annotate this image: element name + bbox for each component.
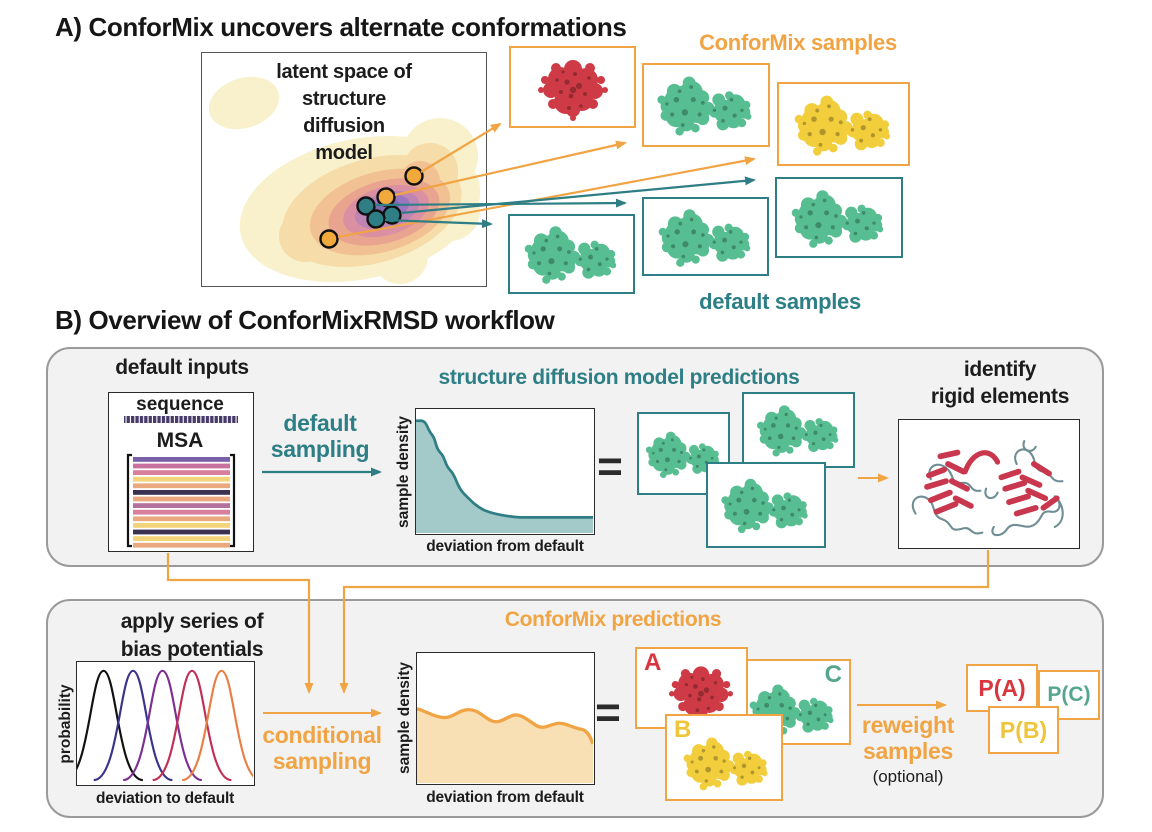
default-density-ylabel: sample density — [395, 416, 412, 528]
prob-a-label: P(A) — [978, 674, 1026, 701]
conformix-sample-box-red — [509, 46, 636, 128]
protein-yellow-open — [787, 87, 901, 162]
protein-green-open — [651, 201, 761, 273]
equals-sign-2: = — [595, 688, 621, 737]
identify-rigid-elements-label: identify rigid elements — [931, 356, 1069, 410]
conformix-point — [376, 187, 396, 207]
default-sample-box-2 — [642, 197, 769, 276]
latent-label-line2: diffusion model — [303, 115, 385, 164]
conformix-density-curve — [417, 707, 593, 783]
default-sampling-label: default sampling — [271, 410, 370, 462]
bias-line1: apply series of — [120, 610, 264, 633]
msa-alignment-rows — [133, 457, 230, 548]
prediction-box-back — [742, 392, 855, 468]
default-point — [366, 209, 386, 229]
conformix-sample-box-yellow — [777, 82, 910, 166]
conformix-samples-label: ConforMix samples — [699, 30, 897, 55]
protein-red-closed — [521, 52, 625, 122]
bias-potentials-label: apply series of bias potentials — [121, 608, 264, 664]
sequence-bar — [124, 416, 238, 423]
bias-xlabel: deviation to default — [95, 790, 235, 807]
prob-box-b: P(B) — [988, 706, 1059, 754]
bias-gaussians — [77, 669, 253, 782]
conformix-density-plot — [416, 652, 595, 785]
conditional-sampling-label: conditional sampling — [262, 722, 382, 774]
default-density-xlabel: deviation from default — [426, 538, 584, 555]
protein-green-open — [784, 182, 894, 254]
bias-ylabel: probability — [57, 684, 74, 764]
ribbon-structure — [901, 422, 1077, 546]
reweight-line2: samples — [863, 738, 953, 764]
protein-green-open — [650, 68, 762, 142]
protein-green-open — [517, 218, 627, 290]
protein-green-open — [750, 398, 848, 462]
identify-line2: rigid elements — [930, 385, 1070, 408]
bias-line2: bias potentials — [120, 638, 264, 661]
rigid-elements-box — [898, 419, 1080, 549]
reweight-line1: reweight — [861, 712, 955, 738]
default-samples-label: default samples — [699, 289, 861, 314]
bias-potentials-plot — [76, 661, 255, 786]
sequence-label: sequence — [136, 394, 224, 415]
sdm-predictions-title: structure diffusion model predictions — [438, 366, 800, 389]
inputs-box: sequence MSA — [108, 392, 254, 552]
default-sampling-line1: default — [283, 410, 357, 436]
sample-box-b: B — [665, 714, 783, 801]
default-sample-box-3 — [775, 177, 903, 258]
default-point — [382, 205, 402, 225]
default-inputs-title: default inputs — [115, 356, 249, 379]
identify-line1: identify — [963, 358, 1037, 381]
reweight-optional-note: (optional) — [872, 767, 944, 786]
default-sampling-line2: sampling — [270, 436, 370, 462]
prediction-box-front — [706, 462, 826, 548]
protein-yellow-open — [677, 730, 777, 796]
latent-label-line1: latent space of structure — [276, 61, 412, 110]
conformix-point — [404, 166, 424, 186]
panel-a-title: A) ConforMix uncovers alternate conforma… — [55, 12, 627, 42]
label-b: B — [674, 716, 692, 743]
msa-label: MSA — [157, 429, 204, 452]
equals-sign-1: = — [597, 442, 623, 491]
msa-brackets — [126, 453, 236, 548]
conditional-sampling-line1: conditional — [262, 722, 382, 748]
conformix-sample-box-green — [642, 63, 770, 147]
latent-space-plot: latent space of structure diffusion mode… — [201, 52, 487, 287]
prob-c-label: P(C) — [1047, 683, 1091, 706]
conditional-sampling-line2: sampling — [272, 748, 372, 774]
latent-space-label: latent space of structure diffusion mode… — [273, 59, 415, 167]
conformix-point — [319, 229, 339, 249]
sequence-msa-graphic: sequence MSA — [124, 394, 238, 548]
conformix-density-ylabel: sample density — [396, 662, 413, 774]
default-density-curve — [416, 419, 593, 533]
protein-green-open — [714, 471, 818, 539]
conformix-density-xlabel: deviation from default — [426, 789, 584, 806]
prob-box-a: P(A) — [966, 664, 1038, 712]
prob-b-label: P(B) — [999, 716, 1048, 743]
panel-b-title: B) Overview of ConforMixRMSD workflow — [55, 305, 555, 335]
default-density-plot — [415, 408, 595, 535]
default-sample-box-1 — [508, 214, 635, 294]
conformix-predictions-title: ConforMix predictions — [504, 608, 722, 631]
prob-box-c: P(C) — [1038, 670, 1100, 720]
reweight-samples-label: reweight samples — [862, 712, 954, 764]
